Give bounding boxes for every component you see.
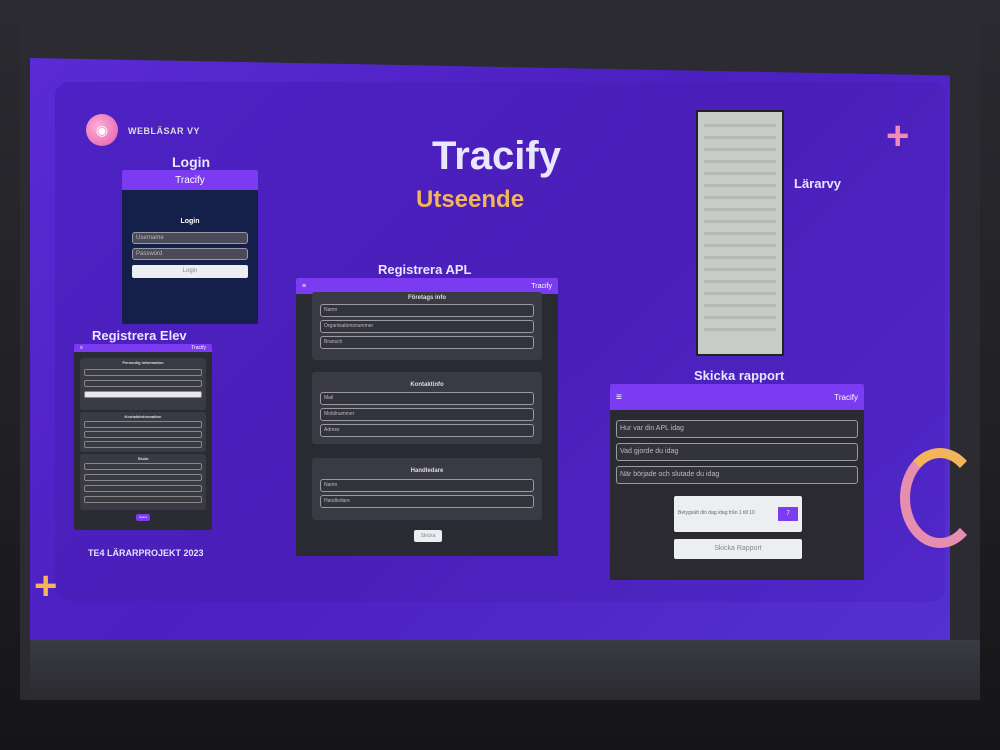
send-report-button[interactable]: Skicka Rapport	[674, 539, 802, 559]
phone-field[interactable]	[84, 431, 202, 438]
send-report-heading: Skicka rapport	[694, 368, 785, 383]
login-appbar: Tracify	[122, 170, 258, 190]
send-report-mockup: ≡ Tracify Hur var din APL idag Vad gjorde…	[610, 384, 864, 580]
student-section-contact: Kontaktinformation	[80, 412, 206, 452]
student-section-school: Skola	[80, 454, 206, 510]
grade-field[interactable]	[84, 474, 202, 481]
apl-section-supervisor: Handledare Namn Handledare	[312, 458, 542, 520]
section-title: Skola	[137, 456, 149, 461]
hamburger-icon[interactable]: ≡	[616, 391, 622, 403]
page-title: Tracify	[432, 134, 561, 178]
logo-icon: ◉	[86, 114, 118, 146]
register-apl-mockup: ≡ Tracify Företags info Namn Organisation…	[296, 278, 558, 556]
supervisor-field[interactable]	[84, 485, 202, 492]
section-title: Personlig information	[122, 360, 164, 365]
student-appbar: ≡ Tracify	[74, 344, 212, 352]
app-title: Tracify	[834, 392, 858, 402]
username-field[interactable]: Username	[132, 232, 248, 244]
org-number-field[interactable]: Organisationsnummer	[320, 320, 534, 333]
email-field[interactable]	[84, 421, 202, 428]
ring-decoration	[900, 448, 980, 548]
rating-box: Betygsätt din dag idag från 1 till 10 7	[674, 496, 802, 532]
brand-label: WEBLÄSAR VY	[128, 126, 201, 136]
section-title: Kontaktinfo	[410, 382, 444, 388]
supervisor-field[interactable]: Handledare	[320, 495, 534, 508]
time-field[interactable]: När började och slutade du idag	[616, 466, 858, 484]
password-field[interactable]: Password	[132, 248, 248, 260]
firstname-field[interactable]	[84, 369, 202, 376]
section-title: Kontaktinformation	[124, 414, 162, 419]
supervisor-name-field[interactable]: Namn	[320, 479, 534, 492]
teacher-view-content	[704, 124, 776, 334]
page-subtitle: Utseende	[416, 186, 525, 213]
register-student-heading: Registrera Elev	[92, 328, 187, 343]
register-student-mockup: ≡ Tracify Personlig information Kontaktin…	[74, 344, 212, 530]
register-apl-heading: Registrera APL	[378, 262, 472, 277]
class-field[interactable]	[84, 496, 202, 503]
plus-icon: +	[34, 564, 58, 608]
student-section-personal: Personlig information	[80, 358, 206, 410]
rating-label: Betygsätt din dag idag från 1 till 10	[678, 510, 755, 516]
screen-bottom-border	[30, 640, 980, 700]
apl-address-field[interactable]: Adress	[320, 424, 534, 437]
apl-day-field[interactable]: Hur var din APL idag	[616, 420, 858, 438]
section-title: Företags info	[407, 295, 446, 301]
section-title: Handledare	[410, 468, 444, 474]
lastname-field[interactable]	[84, 380, 202, 387]
hamburger-icon[interactable]: ≡	[302, 282, 307, 290]
app-title: Tracify	[175, 174, 205, 186]
what-did-you-do-field[interactable]: Vad gjorde du idag	[616, 443, 858, 461]
school-field[interactable]	[84, 463, 202, 470]
app-title: Tracify	[191, 345, 206, 351]
address-field[interactable]	[84, 441, 202, 448]
company-name-field[interactable]: Namn	[320, 304, 534, 317]
hamburger-icon[interactable]: ≡	[80, 345, 83, 351]
login-button[interactable]: Login	[132, 265, 248, 278]
industry-field[interactable]: Bransch	[320, 336, 534, 349]
apl-appbar: ≡ Tracify	[296, 278, 558, 294]
apl-submit-button[interactable]: Skicka	[414, 530, 442, 542]
report-appbar: ≡ Tracify	[610, 384, 864, 410]
teacher-view-screenshot	[696, 110, 784, 356]
login-form-title: Login	[180, 218, 200, 225]
mobile-field[interactable]: Mobilnummer	[320, 408, 534, 421]
rating-input[interactable]: 7	[778, 507, 798, 521]
footer-label: TE4 LÄRARPROJEKT 2023	[88, 548, 204, 558]
login-mockup: Tracify Login Username Password Login	[122, 170, 258, 324]
plus-icon: +	[886, 114, 910, 158]
student-save-button[interactable]: Spara	[136, 514, 150, 521]
mail-field[interactable]: Mail	[320, 392, 534, 405]
date-field[interactable]	[84, 391, 202, 398]
login-heading: Login	[172, 154, 211, 170]
apl-section-contact: Kontaktinfo Mail Mobilnummer Adress	[312, 372, 542, 444]
app-title: Tracify	[531, 282, 552, 290]
apl-section-company: Företags info Namn Organisationsnummer B…	[312, 292, 542, 360]
teacher-view-heading: Lärarvy	[794, 176, 841, 191]
